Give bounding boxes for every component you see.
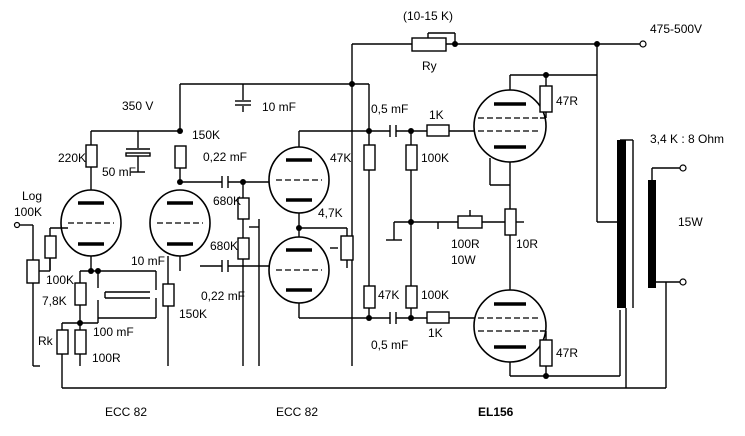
label-78k: 7,8K	[42, 294, 67, 308]
label-1k-bottom: 1K	[428, 326, 443, 340]
label-47r-bottom: 47R	[556, 346, 578, 360]
el156-bottom	[473, 289, 621, 379]
label-05mf-top: 0,5 mF	[371, 102, 408, 116]
ry-resistor	[411, 37, 447, 52]
label-hv: 475-500V	[650, 22, 702, 36]
label-022mf-bottom: 0,22 mF	[201, 289, 245, 303]
phase-splitter-coupling	[180, 176, 272, 366]
output-transformer	[596, 44, 687, 308]
r150k-top-resistor	[174, 145, 187, 169]
label-350v: 350 V	[122, 99, 153, 113]
r1k-top-resistor	[426, 124, 450, 137]
label-150k-bottom: 150K	[179, 307, 207, 321]
r220k-resistor	[85, 144, 98, 168]
bias-network	[457, 195, 524, 290]
r78k-resistor	[74, 282, 87, 306]
rk-resistor	[56, 329, 69, 355]
volume-pot[interactable]	[26, 259, 40, 284]
label-47k-mid: 4,7K	[318, 206, 343, 220]
hv-rail	[349, 32, 647, 366]
label-150k-top: 150K	[192, 128, 220, 142]
label-pot-100k: 100K	[14, 205, 42, 219]
r47r-top-resistor	[539, 85, 553, 113]
ecc82-triode-2b	[268, 236, 330, 304]
label-100k-bottom: 100K	[421, 288, 449, 302]
ecc82-triode-1a	[60, 189, 122, 257]
label-tube1: ECC 82	[105, 405, 147, 419]
label-ry: Ry	[422, 59, 437, 73]
label-50mf: 50 mF	[102, 165, 136, 179]
plate-loads	[352, 83, 372, 321]
label-100mf: 100 mF	[93, 325, 134, 339]
r150k-bottom-resistor	[162, 283, 175, 307]
label-10mf-top: 10 mF	[262, 100, 296, 114]
stage1-cathodes	[61, 256, 157, 366]
label-log: Log	[22, 189, 42, 203]
label-220k: 220K	[58, 151, 86, 165]
label-100r: 100R	[92, 351, 121, 365]
label-47k-top: 47K	[330, 151, 351, 165]
label-10w: 10W	[451, 253, 476, 267]
ecc82-triode-2a	[268, 146, 330, 214]
label-05mf-bottom: 0,5 mF	[371, 338, 408, 352]
label-transformer: 3,4 K : 8 Ohm	[650, 132, 724, 146]
label-100k-left: 100K	[46, 273, 74, 287]
label-100r-pot: 100R	[451, 237, 480, 251]
r47k-top-resistor	[363, 144, 376, 171]
ground-bus	[33, 282, 667, 389]
output-coupling	[386, 125, 475, 324]
label-10mf-mid: 10 mF	[131, 254, 165, 268]
r100k-top-resistor	[405, 144, 418, 171]
label-tube2: ECC 82	[276, 405, 318, 419]
label-15w: 15W	[678, 215, 703, 229]
r47k-balance-pot[interactable]	[340, 235, 354, 261]
stage2-wiring	[296, 130, 390, 319]
label-100k-top: 100K	[421, 151, 449, 165]
label-680k-bottom: 680K	[210, 239, 238, 253]
r10r-resistor	[504, 208, 517, 236]
label-47k-bottom: 47K	[378, 288, 399, 302]
label-680k-top: 680K	[213, 194, 241, 208]
rail-350v	[90, 83, 352, 173]
label-47r-top: 47R	[556, 94, 578, 108]
r680k-bottom-resistor	[237, 237, 250, 260]
r1k-bottom-resistor	[426, 311, 450, 324]
r100k-bottom-resistor	[405, 285, 418, 309]
r100k-grid-resistor	[44, 235, 57, 259]
label-022mf-top: 0,22 mF	[203, 150, 247, 164]
r47r-bottom-resistor	[539, 339, 553, 367]
label-1k-top: 1K	[429, 108, 444, 122]
r100r-resistor	[74, 329, 87, 355]
label-ry-range: (10-15 K)	[403, 9, 453, 23]
label-rk: Rk	[38, 334, 54, 348]
el156-top	[473, 72, 597, 195]
label-10r: 10R	[516, 237, 538, 251]
r47k-bottom-resistor	[363, 285, 376, 309]
ecc82-triode-1b	[149, 189, 211, 257]
label-tube3: EL156	[478, 405, 514, 419]
r680k-top-resistor	[237, 197, 250, 220]
